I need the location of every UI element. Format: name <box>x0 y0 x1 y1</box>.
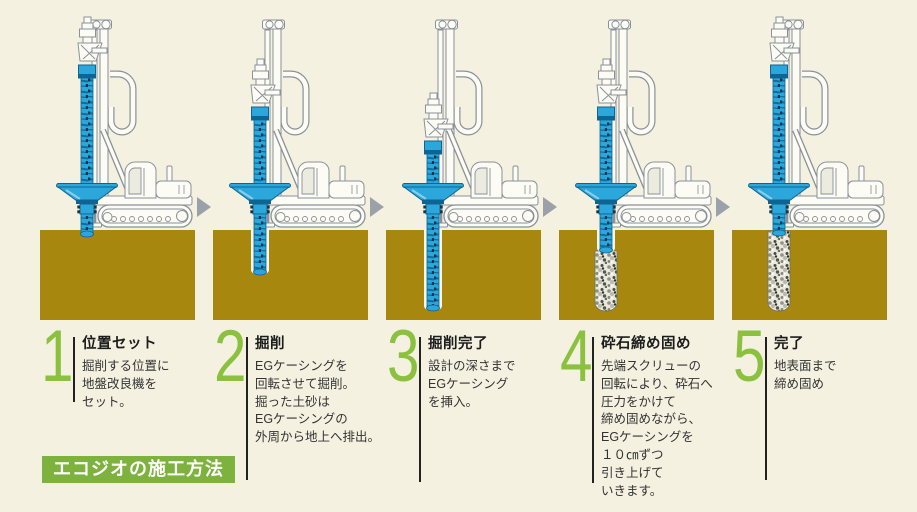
step-description-line: 回転させて掘削。 <box>255 376 356 391</box>
steps-row: 1 位置セット 掘削する位置に地盤改良機をセット。 2 掘削 EGケーシングを回… <box>40 0 887 512</box>
step-description-line: 先端スクリューの <box>601 359 702 373</box>
step-description-line: 圧力をかけて <box>601 394 677 409</box>
step-description: 設計の深さまで EGケーシングを挿入。 <box>428 358 516 411</box>
step-description-line: 引き上げて <box>601 465 664 480</box>
drill-rig-icon <box>575 19 712 312</box>
next-step-arrow-icon <box>716 197 730 217</box>
soil-block <box>40 230 195 320</box>
method-badge: エコジオの施工方法 <box>42 456 235 483</box>
drill-rig-icon <box>402 19 539 312</box>
step-description-line: EGケーシング <box>428 376 509 391</box>
step-description-line: EGケーシングの <box>255 412 348 427</box>
step-divider <box>592 337 594 483</box>
step-text: 掘削完了 設計の深さまで EGケーシングを挿入。 <box>428 332 516 411</box>
step-description-line: 回転により、砕石へ <box>601 376 713 391</box>
step-text: 砕石締め固め 先端スクリューの回転により、砕石へ圧力をかけて締め固めながら、 EG… <box>601 332 713 500</box>
step-caption: 1 位置セット 掘削する位置に地盤改良機をセット。 <box>40 320 195 512</box>
machine-illustration <box>213 0 384 320</box>
step-panel: 4 砕石締め固め 先端スクリューの回転により、砕石へ圧力をかけて締め固めながら、… <box>559 0 730 512</box>
step-text: 完了 地表面まで締め固め <box>774 332 837 394</box>
step-title: 砕石締め固め <box>601 336 691 352</box>
step-description-line: EGケーシングを <box>601 430 694 445</box>
next-step-arrow-icon <box>370 197 384 217</box>
step-panel: 5 完了 地表面まで締め固め <box>732 0 887 512</box>
step-title: 完了 <box>774 336 804 352</box>
step-description-line: 設計の深さまで <box>428 359 516 373</box>
step-title: 掘削完了 <box>428 336 488 352</box>
step-divider <box>246 337 248 480</box>
step-description-line: いきます。 <box>601 483 663 498</box>
step-description-line: セット。 <box>82 394 132 409</box>
step-description-line: 締め固めながら、 <box>601 412 702 427</box>
step-number: 4 <box>560 316 592 397</box>
step-description-line: 外周から地上へ排出。 <box>255 430 381 445</box>
step-panel: 3 掘削完了 設計の深さまで EGケーシングを挿入。 <box>386 0 557 512</box>
next-step-arrow-icon <box>543 197 557 217</box>
step-number: 3 <box>387 316 419 397</box>
step-description-line: 地表面まで <box>774 359 837 373</box>
step-divider <box>765 337 767 480</box>
machine-illustration <box>559 0 730 320</box>
soil-block <box>386 230 541 320</box>
step-text: 位置セット 掘削する位置に地盤改良機をセット。 <box>82 332 170 411</box>
step-number: 5 <box>733 316 765 397</box>
machine-illustration <box>386 0 557 320</box>
step-caption: 5 完了 地表面まで締め固め <box>732 320 887 512</box>
step-description-line: １０㎝ずつ <box>601 447 664 462</box>
machine-illustration <box>732 0 887 320</box>
step-panel: 1 位置セット 掘削する位置に地盤改良機をセット。 <box>40 0 211 512</box>
soil-block <box>213 230 368 320</box>
machine-illustration <box>40 0 211 320</box>
step-caption: 2 掘削 EGケーシングを回転させて掘削。掘った土砂は EGケーシングの外周から地… <box>213 316 380 512</box>
step-description: 先端スクリューの回転により、砕石へ圧力をかけて締め固めながら、 EGケーシングを １… <box>601 358 713 500</box>
step-description: EGケーシングを回転させて掘削。掘った土砂は EGケーシングの外周から地上へ排出。 <box>255 358 380 447</box>
step-description-line: 締め固め <box>774 376 825 391</box>
step-text: 掘削 EGケーシングを回転させて掘削。掘った土砂は EGケーシングの外周から地上へ… <box>255 332 380 447</box>
step-title: 掘削 <box>255 336 285 352</box>
soil-block <box>732 230 887 320</box>
step-divider <box>73 337 75 402</box>
step-description-line: 地盤改良機を <box>82 376 158 391</box>
step-panel: 2 掘削 EGケーシングを回転させて掘削。掘った土砂は EGケーシングの外周から地… <box>213 0 384 512</box>
step-description-line: 掘削する位置に <box>82 359 170 373</box>
step-description: 掘削する位置に地盤改良機をセット。 <box>82 358 170 411</box>
drill-rig-icon <box>748 16 885 312</box>
drill-rig-icon <box>229 19 366 276</box>
step-divider <box>419 337 421 482</box>
soil-block <box>559 230 714 320</box>
drill-rig-icon <box>56 16 193 238</box>
step-description: 地表面まで締め固め <box>774 358 837 394</box>
step-number: 2 <box>214 316 246 397</box>
step-title: 位置セット <box>82 336 157 352</box>
step-caption: 4 砕石締め固め 先端スクリューの回転により、砕石へ圧力をかけて締め固めながら、… <box>559 320 714 512</box>
step-number: 1 <box>41 316 73 397</box>
step-description-line: EGケーシングを <box>255 359 348 373</box>
next-step-arrow-icon <box>197 197 211 217</box>
step-description-line: を挿入。 <box>428 394 479 409</box>
step-description-line: 掘った土砂は <box>255 394 331 409</box>
